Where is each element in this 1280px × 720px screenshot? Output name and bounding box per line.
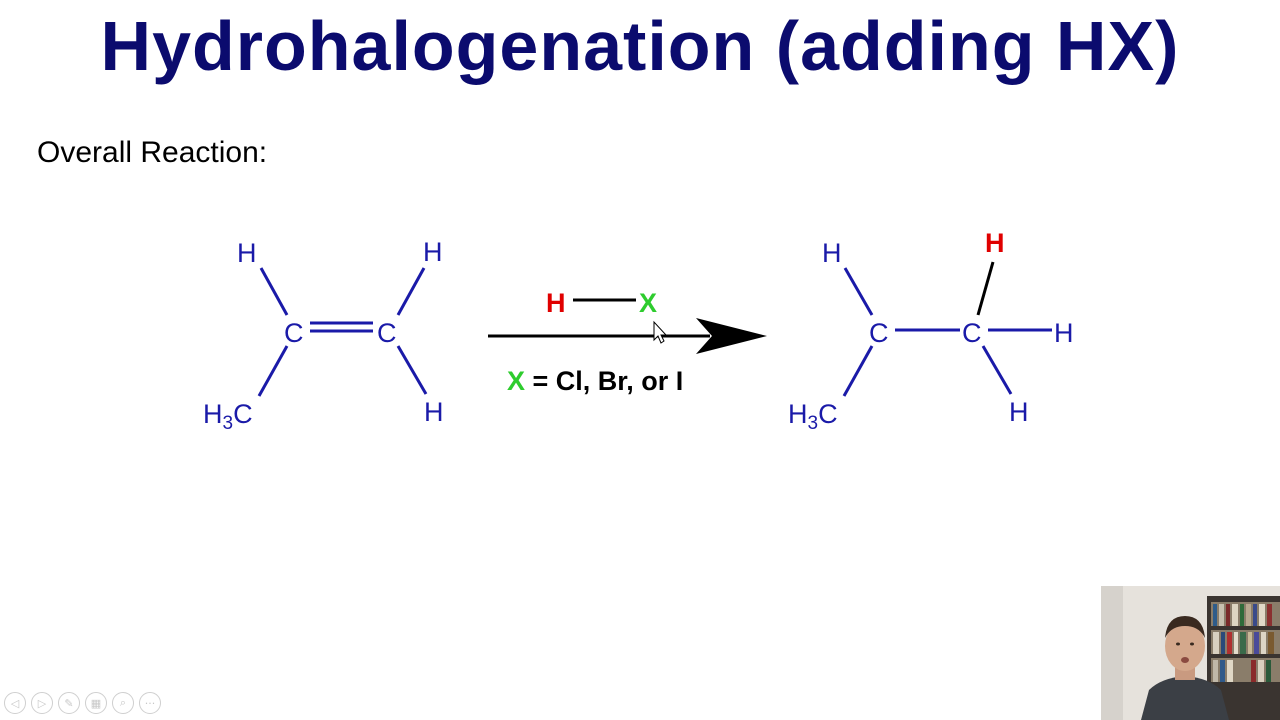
- atom-h: H: [424, 397, 444, 427]
- presenter-video-icon: [1101, 586, 1280, 720]
- atom-h: H: [237, 238, 257, 268]
- more-icon[interactable]: ···: [139, 692, 161, 714]
- product-atoms: H C C H H H3C: [788, 238, 1074, 434]
- slide-title: Hydrohalogenation (adding HX): [100, 7, 1180, 85]
- atom-c: C: [284, 318, 304, 348]
- halogen-note: X = Cl, Br, or I: [507, 366, 683, 396]
- atom-c: C: [377, 318, 397, 348]
- product-molecule: [842, 267, 1052, 397]
- webcam-overlay: [1101, 586, 1280, 720]
- methyl-group: H3C: [788, 399, 838, 434]
- prev-icon[interactable]: ◁: [4, 692, 26, 714]
- arrow-head: [696, 318, 767, 354]
- reaction-arrow: [488, 318, 767, 354]
- bond-h-c-left: [259, 267, 289, 316]
- bond-c-h-top-right: [396, 267, 426, 316]
- atom-c: C: [962, 318, 982, 348]
- reagent-h: H: [546, 288, 566, 318]
- bond-h-c-left: [843, 267, 874, 316]
- atom-h: H: [822, 238, 842, 268]
- slide-subtitle: Overall Reaction:: [37, 136, 268, 169]
- player-controls: ◁ ▷ ✎ ▦ ⌕ ···: [4, 692, 161, 714]
- atom-h: H: [423, 237, 443, 267]
- bond-c-ch3: [257, 345, 289, 397]
- atom-h-added: H: [985, 228, 1005, 258]
- atom-c: C: [869, 318, 889, 348]
- bond-c-h-bottom-right: [396, 345, 428, 395]
- methyl-group: H3C: [203, 399, 253, 434]
- bond-c-h-bottom-right: [981, 345, 1013, 395]
- bond-c-ch3: [842, 345, 874, 397]
- zoom-icon[interactable]: ⌕: [112, 692, 134, 714]
- reagent-x: X: [639, 288, 657, 318]
- atom-h: H: [1009, 397, 1029, 427]
- reactant-molecule: [257, 267, 428, 397]
- reagent: H X: [546, 288, 657, 318]
- reactant-atoms: H H C C H H3C: [203, 237, 444, 434]
- next-icon[interactable]: ▷: [31, 692, 53, 714]
- mouse-cursor-icon: [653, 320, 668, 344]
- pen-icon[interactable]: ✎: [58, 692, 80, 714]
- slides-icon[interactable]: ▦: [85, 692, 107, 714]
- atom-h: H: [1054, 318, 1074, 348]
- bond-added-h: [976, 261, 995, 316]
